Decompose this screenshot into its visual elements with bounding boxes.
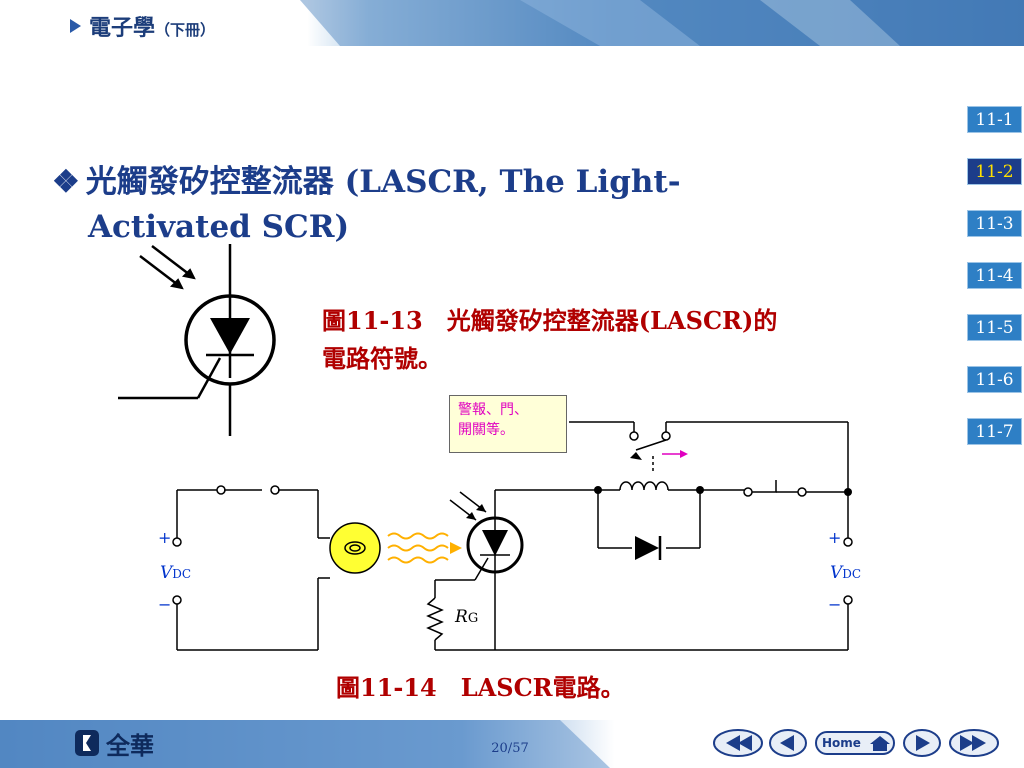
figure-11-13-caption: 圖11-13 光觸發矽控整流器(LASCR)的 電路符號。 <box>322 306 778 373</box>
slide-title: ❖光觸發矽控整流器 (LASCR, The Light- Activated S… <box>52 160 792 250</box>
book-title: 電子學（下冊） <box>70 10 215 42</box>
nav-11-1[interactable]: 11-1 <box>967 106 1022 133</box>
nav-11-3[interactable]: 11-3 <box>967 210 1022 237</box>
left-plus-label: + <box>158 528 171 547</box>
previous-page-button[interactable] <box>768 728 808 758</box>
right-minus-label: − <box>828 595 841 614</box>
bullet-icon: ❖ <box>52 164 80 200</box>
home-button-label: Home <box>822 736 861 750</box>
home-button[interactable] <box>814 728 896 758</box>
nav-11-5[interactable]: 11-5 <box>967 314 1022 341</box>
first-page-button[interactable] <box>712 728 764 758</box>
home-icon <box>870 736 890 751</box>
double-right-arrow-icon <box>960 735 974 751</box>
rg-label: RG <box>454 607 478 627</box>
lascr-symbol-figure <box>118 244 276 436</box>
lascr-circuit-diagram: + VDC − + VDC − RG <box>158 421 861 651</box>
next-page-button[interactable] <box>902 728 942 758</box>
publisher-logo: 全華 <box>74 729 154 760</box>
header-background <box>0 0 1024 46</box>
header-bar: 電子學（下冊） <box>0 0 1024 46</box>
triangle-icon <box>70 19 81 33</box>
nav-11-7[interactable]: 11-7 <box>967 418 1022 445</box>
last-page-button[interactable] <box>948 728 1000 758</box>
figure-11-14-caption: 圖11-14 LASCR電路。 <box>336 673 625 702</box>
page-number: 20/57 <box>491 741 529 756</box>
left-minus-label: − <box>158 595 171 614</box>
alarm-label-box: 警報、門、 開關等。 <box>449 395 567 453</box>
nav-11-6[interactable]: 11-6 <box>967 366 1022 393</box>
book-subtitle: （下冊） <box>155 21 216 39</box>
title-line-1: 光觸發矽控整流器 (LASCR, The Light- <box>85 164 681 200</box>
nav-11-2[interactable]: 11-2 <box>967 158 1022 185</box>
right-plus-label: + <box>828 528 841 547</box>
title-line-2: Activated SCR) <box>88 209 350 245</box>
left-arrow-icon <box>780 735 794 751</box>
double-left-arrow-icon <box>726 735 740 751</box>
right-arrow-icon <box>916 735 930 751</box>
right-vdc-label: VDC <box>830 563 861 583</box>
left-vdc-label: VDC <box>160 563 191 583</box>
logo-mark-icon <box>75 730 99 756</box>
nav-11-4[interactable]: 11-4 <box>967 262 1022 289</box>
